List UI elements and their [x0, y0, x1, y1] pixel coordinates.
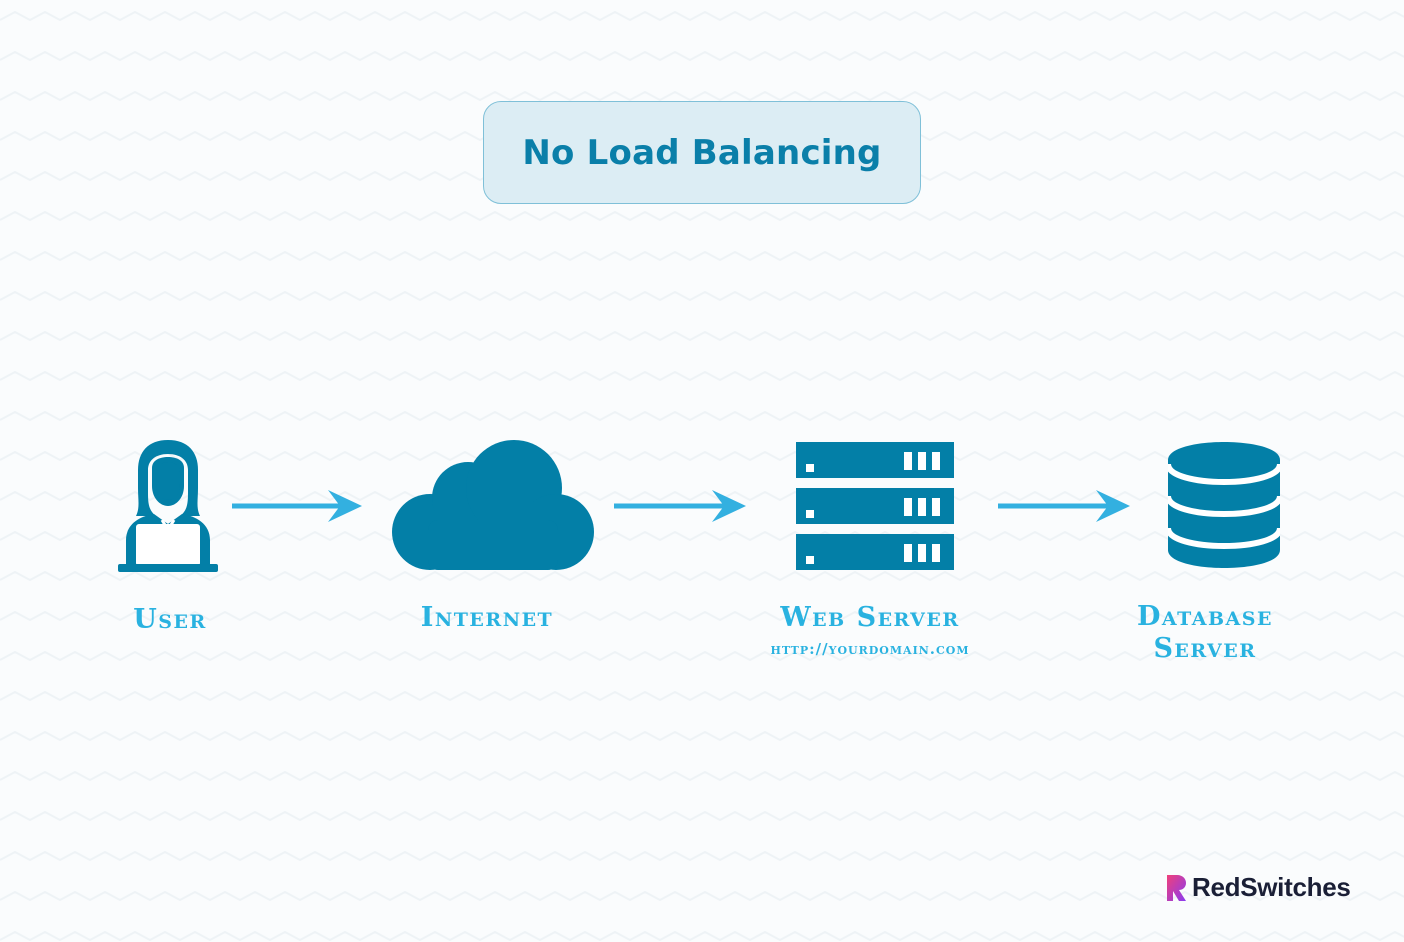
diagram-title: No Load Balancing: [483, 101, 921, 204]
arrow-right-icon: [614, 490, 746, 522]
brand-name: RedSwitches: [1192, 872, 1351, 902]
internet-label: Internet: [420, 602, 554, 633]
cloud-icon: [392, 440, 594, 570]
web-server-label: Web Server: [780, 602, 960, 633]
database-label-line1: Database: [1137, 601, 1273, 632]
brand-logo: RedSwitches: [1165, 872, 1351, 903]
database-label-line2: Server: [1153, 633, 1257, 664]
server-rack-icon: [796, 442, 954, 570]
arrow-right-icon: [232, 490, 362, 522]
user-laptop-icon: [118, 440, 218, 572]
database-icon: [1168, 442, 1280, 568]
user-label: User: [133, 604, 207, 635]
web-server-url: http://yourdomain.com: [770, 640, 970, 658]
redswitches-logo-icon: [1167, 874, 1186, 901]
arrow-right-icon: [998, 490, 1130, 522]
